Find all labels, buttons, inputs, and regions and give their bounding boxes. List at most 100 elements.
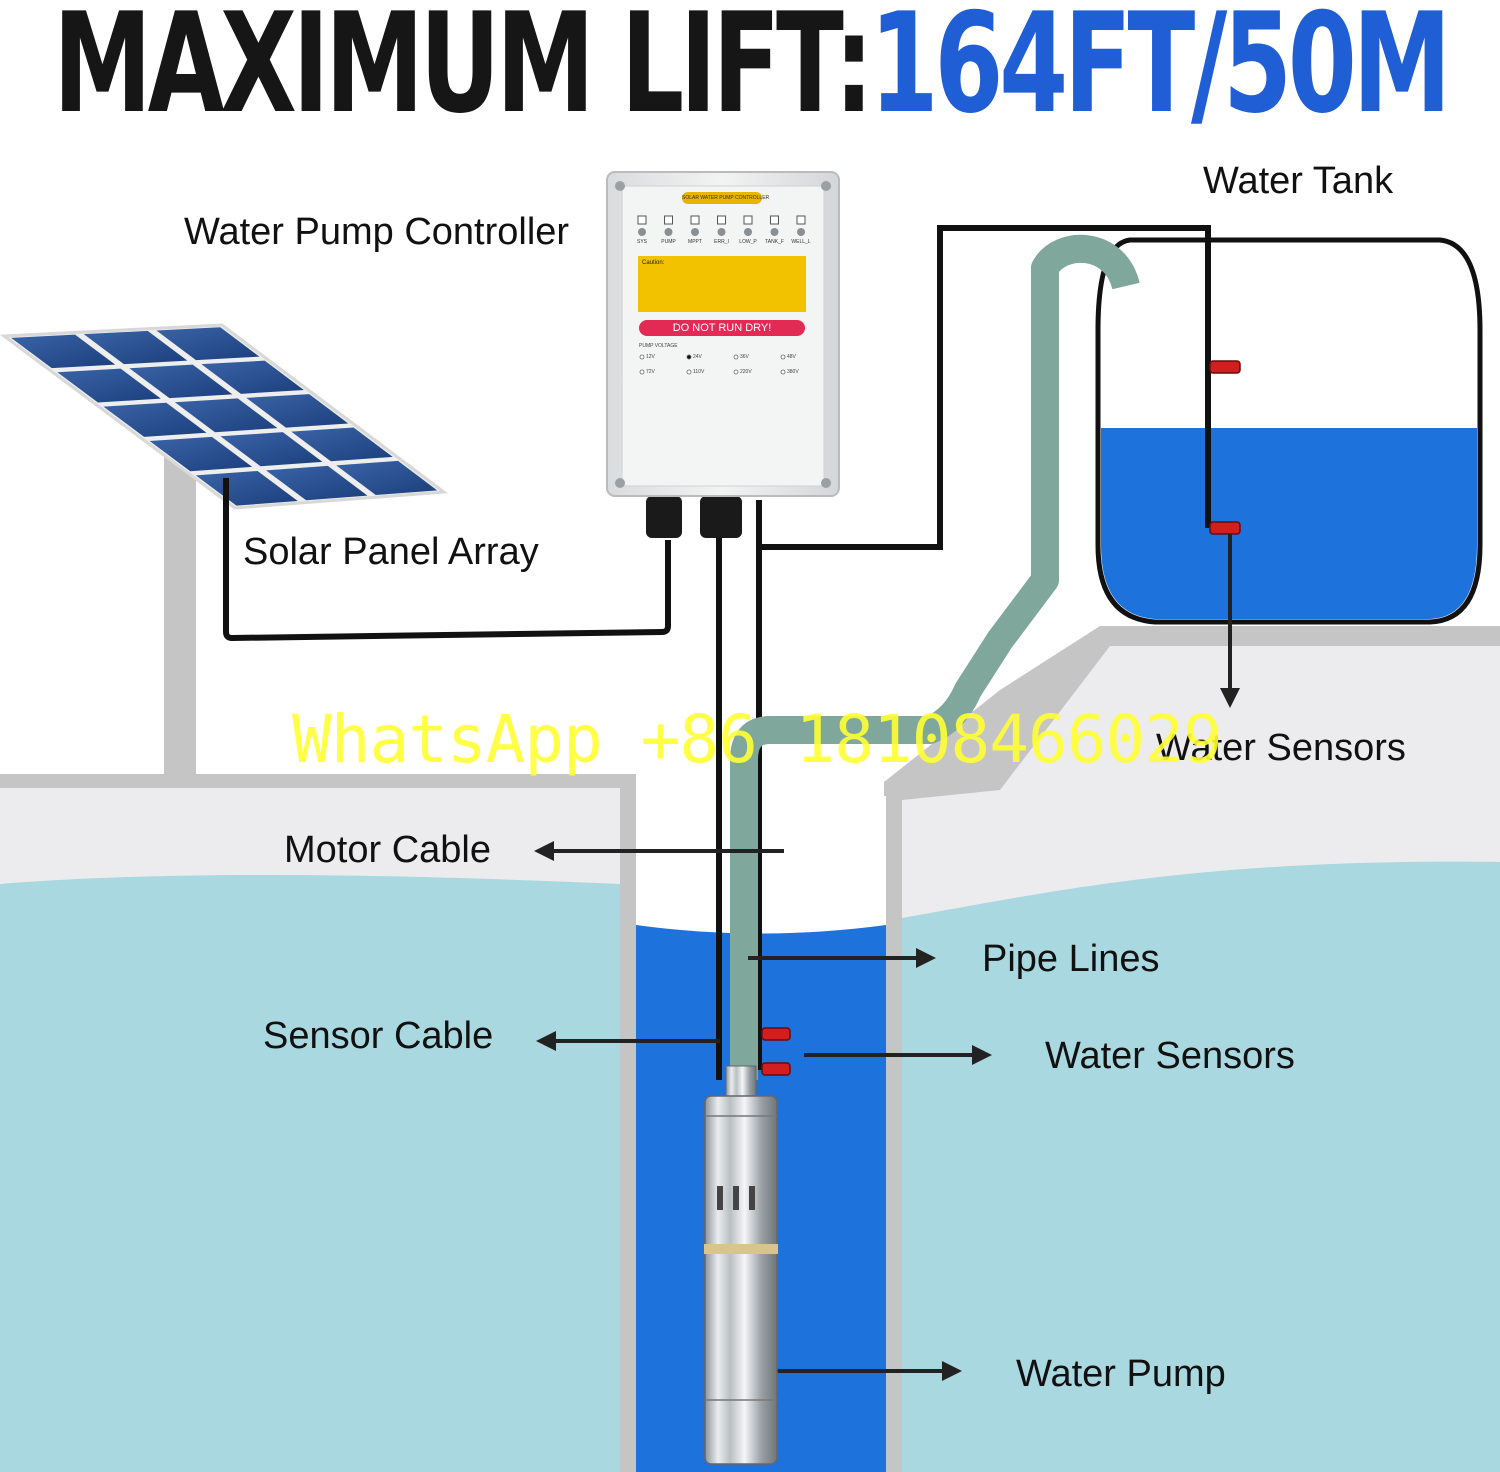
controller-voltage-title: PUMP VOLTAGE — [639, 343, 678, 349]
groundwater-left — [0, 875, 620, 1472]
indicator-label: PUMP — [661, 239, 676, 245]
well-sensor-low — [761, 1062, 791, 1076]
tank-sensor-low — [1209, 521, 1241, 535]
controller-gland-left — [646, 496, 682, 538]
voltage-radio — [639, 354, 645, 360]
solar-post — [164, 440, 196, 774]
indicator-led — [797, 228, 805, 236]
indicator-led — [770, 228, 779, 236]
indicator-label: SYS — [636, 239, 647, 245]
indicator-label: MPPT — [688, 239, 702, 245]
voltage-radio — [686, 354, 692, 360]
callout-arrows — [534, 534, 1240, 1381]
controller-voltage-radios — [639, 354, 786, 375]
label-motor-cable: Motor Cable — [284, 829, 491, 871]
indicator-label: LOW_P — [739, 239, 757, 245]
label-pipe-lines: Pipe Lines — [982, 938, 1160, 980]
cables — [223, 225, 1211, 1080]
tank-sensor-cable — [760, 225, 1211, 550]
indicator-icon — [664, 215, 673, 225]
pump-top-cap — [725, 1065, 757, 1101]
label-tank-water-sensors: Water Sensors — [1156, 727, 1406, 769]
screw-bl — [615, 478, 625, 488]
pipe-line — [730, 234, 1140, 1080]
voltage-label: 380V — [787, 369, 799, 375]
solar-cell — [57, 368, 161, 403]
label-sensor-cable: Sensor Cable — [263, 1015, 494, 1057]
solar-cell — [156, 327, 260, 361]
solar-cell — [11, 334, 116, 369]
voltage-radio — [733, 369, 739, 375]
ground — [0, 626, 1500, 1472]
indicator-icon — [796, 215, 806, 225]
label-water-pump: Water Pump — [1016, 1353, 1226, 1395]
indicator-label: WELL_L — [791, 239, 811, 245]
solar-panel-array — [0, 323, 449, 774]
pump-band — [704, 1244, 778, 1254]
groundwater-right — [902, 861, 1500, 1472]
indicator-led — [638, 228, 646, 236]
controller-gland-right — [700, 496, 742, 538]
label-controller: Water Pump Controller — [184, 211, 570, 253]
indicator-icon — [743, 215, 753, 225]
tank-water — [1101, 428, 1477, 619]
screw-tr — [821, 181, 831, 191]
pump-intake-3 — [749, 1186, 755, 1210]
voltage-radio — [780, 369, 786, 375]
pump-intake-1 — [717, 1186, 723, 1210]
headline-text: MAXIMUM LIFT:164FT/50M — [53, 0, 1451, 133]
solar-cell — [220, 432, 323, 467]
controller-box — [606, 171, 840, 538]
arrowhead-tank-sensors — [1220, 688, 1240, 708]
controller-warning-text: DO NOT RUN DRY! — [672, 322, 772, 334]
controller-warning-bar — [639, 320, 805, 336]
indicator-icon — [637, 215, 647, 225]
indicator-led — [717, 228, 726, 236]
solar-cell — [103, 402, 207, 437]
controller-leds — [637, 215, 806, 236]
screw-tl — [615, 181, 625, 191]
solar-cell — [129, 364, 233, 399]
well-sensor-high — [761, 1027, 791, 1041]
indicator-label: TANK_F — [765, 239, 784, 245]
arrowhead-water-pump — [942, 1361, 962, 1381]
voltage-radio — [639, 369, 645, 375]
voltage-radio — [733, 354, 739, 360]
solar-cell — [195, 470, 298, 506]
indicator-icon — [770, 215, 779, 225]
voltage-radio — [780, 354, 786, 360]
indicator-led — [664, 228, 673, 236]
headline-value: 164FT/50M — [869, 0, 1451, 144]
screw-br — [821, 478, 831, 488]
solar-cell — [246, 394, 349, 428]
headline-prefix: MAXIMUM LIFT: — [52, 0, 874, 144]
indicator-led — [744, 228, 752, 236]
controller-caution-title: Caution: — [642, 260, 665, 266]
arrowhead-pipe-lines — [916, 948, 936, 968]
pump-body — [704, 1095, 778, 1465]
watermark-contact: WhatsApp +86 18108466029 — [292, 701, 1223, 778]
voltage-label: 220V — [740, 369, 752, 375]
well-wall-left — [620, 788, 636, 1472]
headline: MAXIMUM LIFT:164FT/50M — [0, 0, 1500, 140]
solar-cable — [223, 478, 671, 642]
indicator-icon — [717, 215, 726, 225]
sensors — [761, 360, 1241, 1076]
arrowhead-motor-cable — [534, 841, 554, 861]
solar-cell — [336, 460, 438, 495]
voltage-label: 48V — [787, 354, 796, 360]
controller-caution-box — [638, 256, 806, 312]
solar-cells — [11, 327, 438, 506]
indicator-led — [691, 228, 699, 236]
label-water-tank: Water Tank — [1203, 160, 1394, 202]
voltage-label: 24V — [693, 354, 702, 360]
solar-cell — [266, 465, 368, 501]
solar-cell — [291, 427, 393, 462]
submersible-pump — [704, 1065, 778, 1465]
voltage-label: 110V — [693, 369, 705, 375]
arrowhead-sensor-cable — [536, 1031, 556, 1051]
pump-intake-2 — [733, 1186, 739, 1210]
solar-cell — [83, 330, 188, 365]
